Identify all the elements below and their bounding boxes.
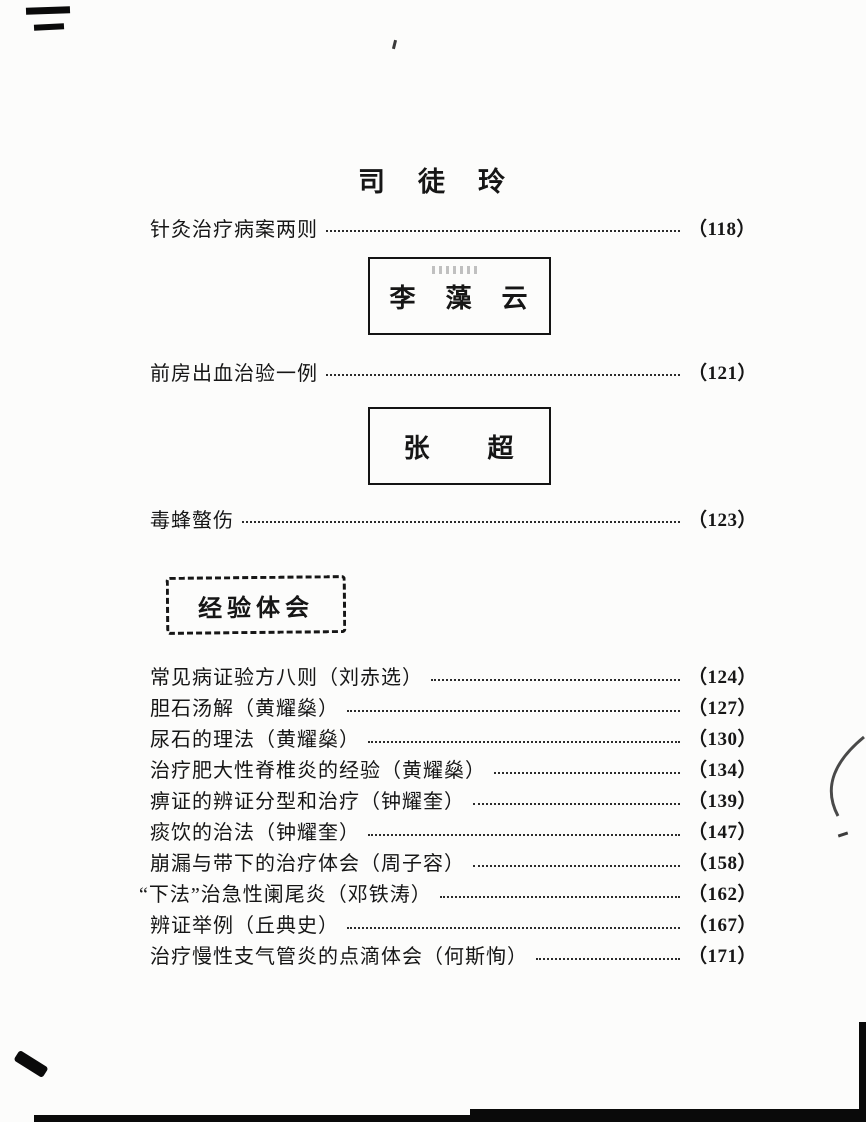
dotted-leader	[347, 709, 680, 712]
toc-entry: 辨证举例（丘典史） （167）	[150, 908, 764, 939]
author-box-zhang-chao: 张 超	[368, 407, 551, 485]
toc-entry-page: （118）	[688, 218, 756, 240]
toc-entry-page: （167）	[688, 915, 758, 936]
toc-entry-title: 胆石汤解（黄耀燊）	[150, 698, 339, 720]
toc-entry: 治疗慢性支气管炎的点滴体会（何斯恂） （171）	[150, 939, 764, 970]
scan-artifact-bottomleft	[13, 1049, 49, 1079]
toc-entry: 尿石的理法（黄耀燊） （130）	[150, 722, 764, 753]
toc-entry-page: （158）	[688, 853, 758, 874]
toc-entry: 崩漏与带下的治疗体会（周子容） （158）	[150, 846, 764, 877]
scan-smudge	[432, 266, 480, 274]
toc-entry-title: 痹证的辨证分型和治疗（钟耀奎）	[150, 791, 465, 813]
scan-artifact-pen-mark	[829, 735, 865, 817]
dotted-leader	[368, 740, 680, 743]
dotted-leader	[439, 895, 680, 898]
scan-artifact-bottom-edge	[34, 1115, 866, 1122]
dotted-leader	[326, 230, 680, 232]
scan-artifact-topleft-1	[25, 6, 71, 15]
toc-entry-page: （134）	[688, 760, 758, 781]
dotted-leader	[242, 521, 680, 523]
dotted-leader	[347, 926, 680, 929]
toc-entry-title: 治疗慢性支气管炎的点滴体会（何斯恂）	[150, 946, 528, 968]
toc-entry-page: （123）	[688, 509, 758, 531]
toc-entry: 痹证的辨证分型和治疗（钟耀奎） （139）	[150, 784, 764, 815]
experience-entry-list: 常见病证验方八则（刘赤选） （124） 胆石汤解（黄耀燊） （127） 尿石的理…	[139, 660, 764, 970]
toc-entry-page: （124）	[688, 667, 758, 688]
scan-artifact-bottom-edge-thick	[470, 1109, 866, 1122]
toc-entry-title: 辨证举例（丘典史）	[150, 915, 339, 937]
scan-artifact-speck	[391, 39, 398, 50]
dotted-leader	[494, 771, 680, 774]
toc-entry-page: （147）	[688, 822, 758, 843]
section-badge-experience: 经验体会	[165, 575, 347, 635]
toc-entry-title: 治疗肥大性脊椎炎的经验（黄耀燊）	[150, 760, 486, 782]
toc-entry-page: （171）	[688, 946, 758, 967]
toc-entry-page: （121）	[688, 362, 758, 384]
toc-entry-title: 崩漏与带下的治疗体会（周子容）	[150, 853, 465, 875]
dotted-leader	[473, 802, 680, 805]
author-name: 张 超	[403, 433, 516, 464]
toc-entry-title: “下法”治急性阑尾炎（邓铁涛）	[139, 884, 432, 906]
author-heading-situ-ling: 司 徒 玲	[358, 167, 508, 198]
toc-entry: 治疗肥大性脊椎炎的经验（黄耀燊） （134）	[150, 753, 764, 784]
toc-entry: 痰饮的治法（钟耀奎） （147）	[150, 815, 764, 846]
toc-entry-title: 痰饮的治法（钟耀奎）	[150, 822, 360, 844]
section-badge-label: 经验体会	[197, 592, 315, 623]
toc-entry: 针灸治疗病案两则 （118）	[150, 212, 764, 242]
dotted-leader	[473, 864, 680, 867]
toc-entry-title: 毒蜂螫伤	[150, 509, 234, 532]
toc-entry-title: 针灸治疗病案两则	[150, 218, 318, 241]
toc-entry: “下法”治急性阑尾炎（邓铁涛） （162）	[139, 877, 764, 908]
toc-entry: 毒蜂螫伤 （123）	[150, 503, 764, 533]
scan-artifact-tick	[837, 831, 849, 838]
toc-entry-title: 前房出血治验一例	[150, 362, 318, 385]
author-name: 李 藻 云	[389, 283, 530, 314]
toc-entry: 常见病证验方八则（刘赤选） （124）	[150, 660, 764, 691]
toc-entry-page: （130）	[688, 729, 758, 750]
toc-entry-title: 常见病证验方八则（刘赤选）	[150, 667, 423, 689]
toc-entry-title: 尿石的理法（黄耀燊）	[150, 729, 360, 751]
dotted-leader	[368, 833, 680, 836]
toc-entry-page: （127）	[688, 698, 758, 719]
toc-entry-page: （162）	[688, 884, 758, 905]
toc-entry-page: （139）	[688, 791, 758, 812]
author-box-li-zao-yun: 李 藻 云	[368, 257, 551, 335]
dotted-leader	[536, 957, 680, 960]
dotted-leader	[431, 678, 680, 681]
toc-entry: 胆石汤解（黄耀燊） （127）	[150, 691, 764, 722]
scan-artifact-bottomright-corner	[859, 1022, 866, 1122]
dotted-leader	[326, 374, 680, 376]
scan-artifact-topleft-2	[33, 23, 65, 31]
toc-entry: 前房出血治验一例 （121）	[150, 356, 764, 386]
